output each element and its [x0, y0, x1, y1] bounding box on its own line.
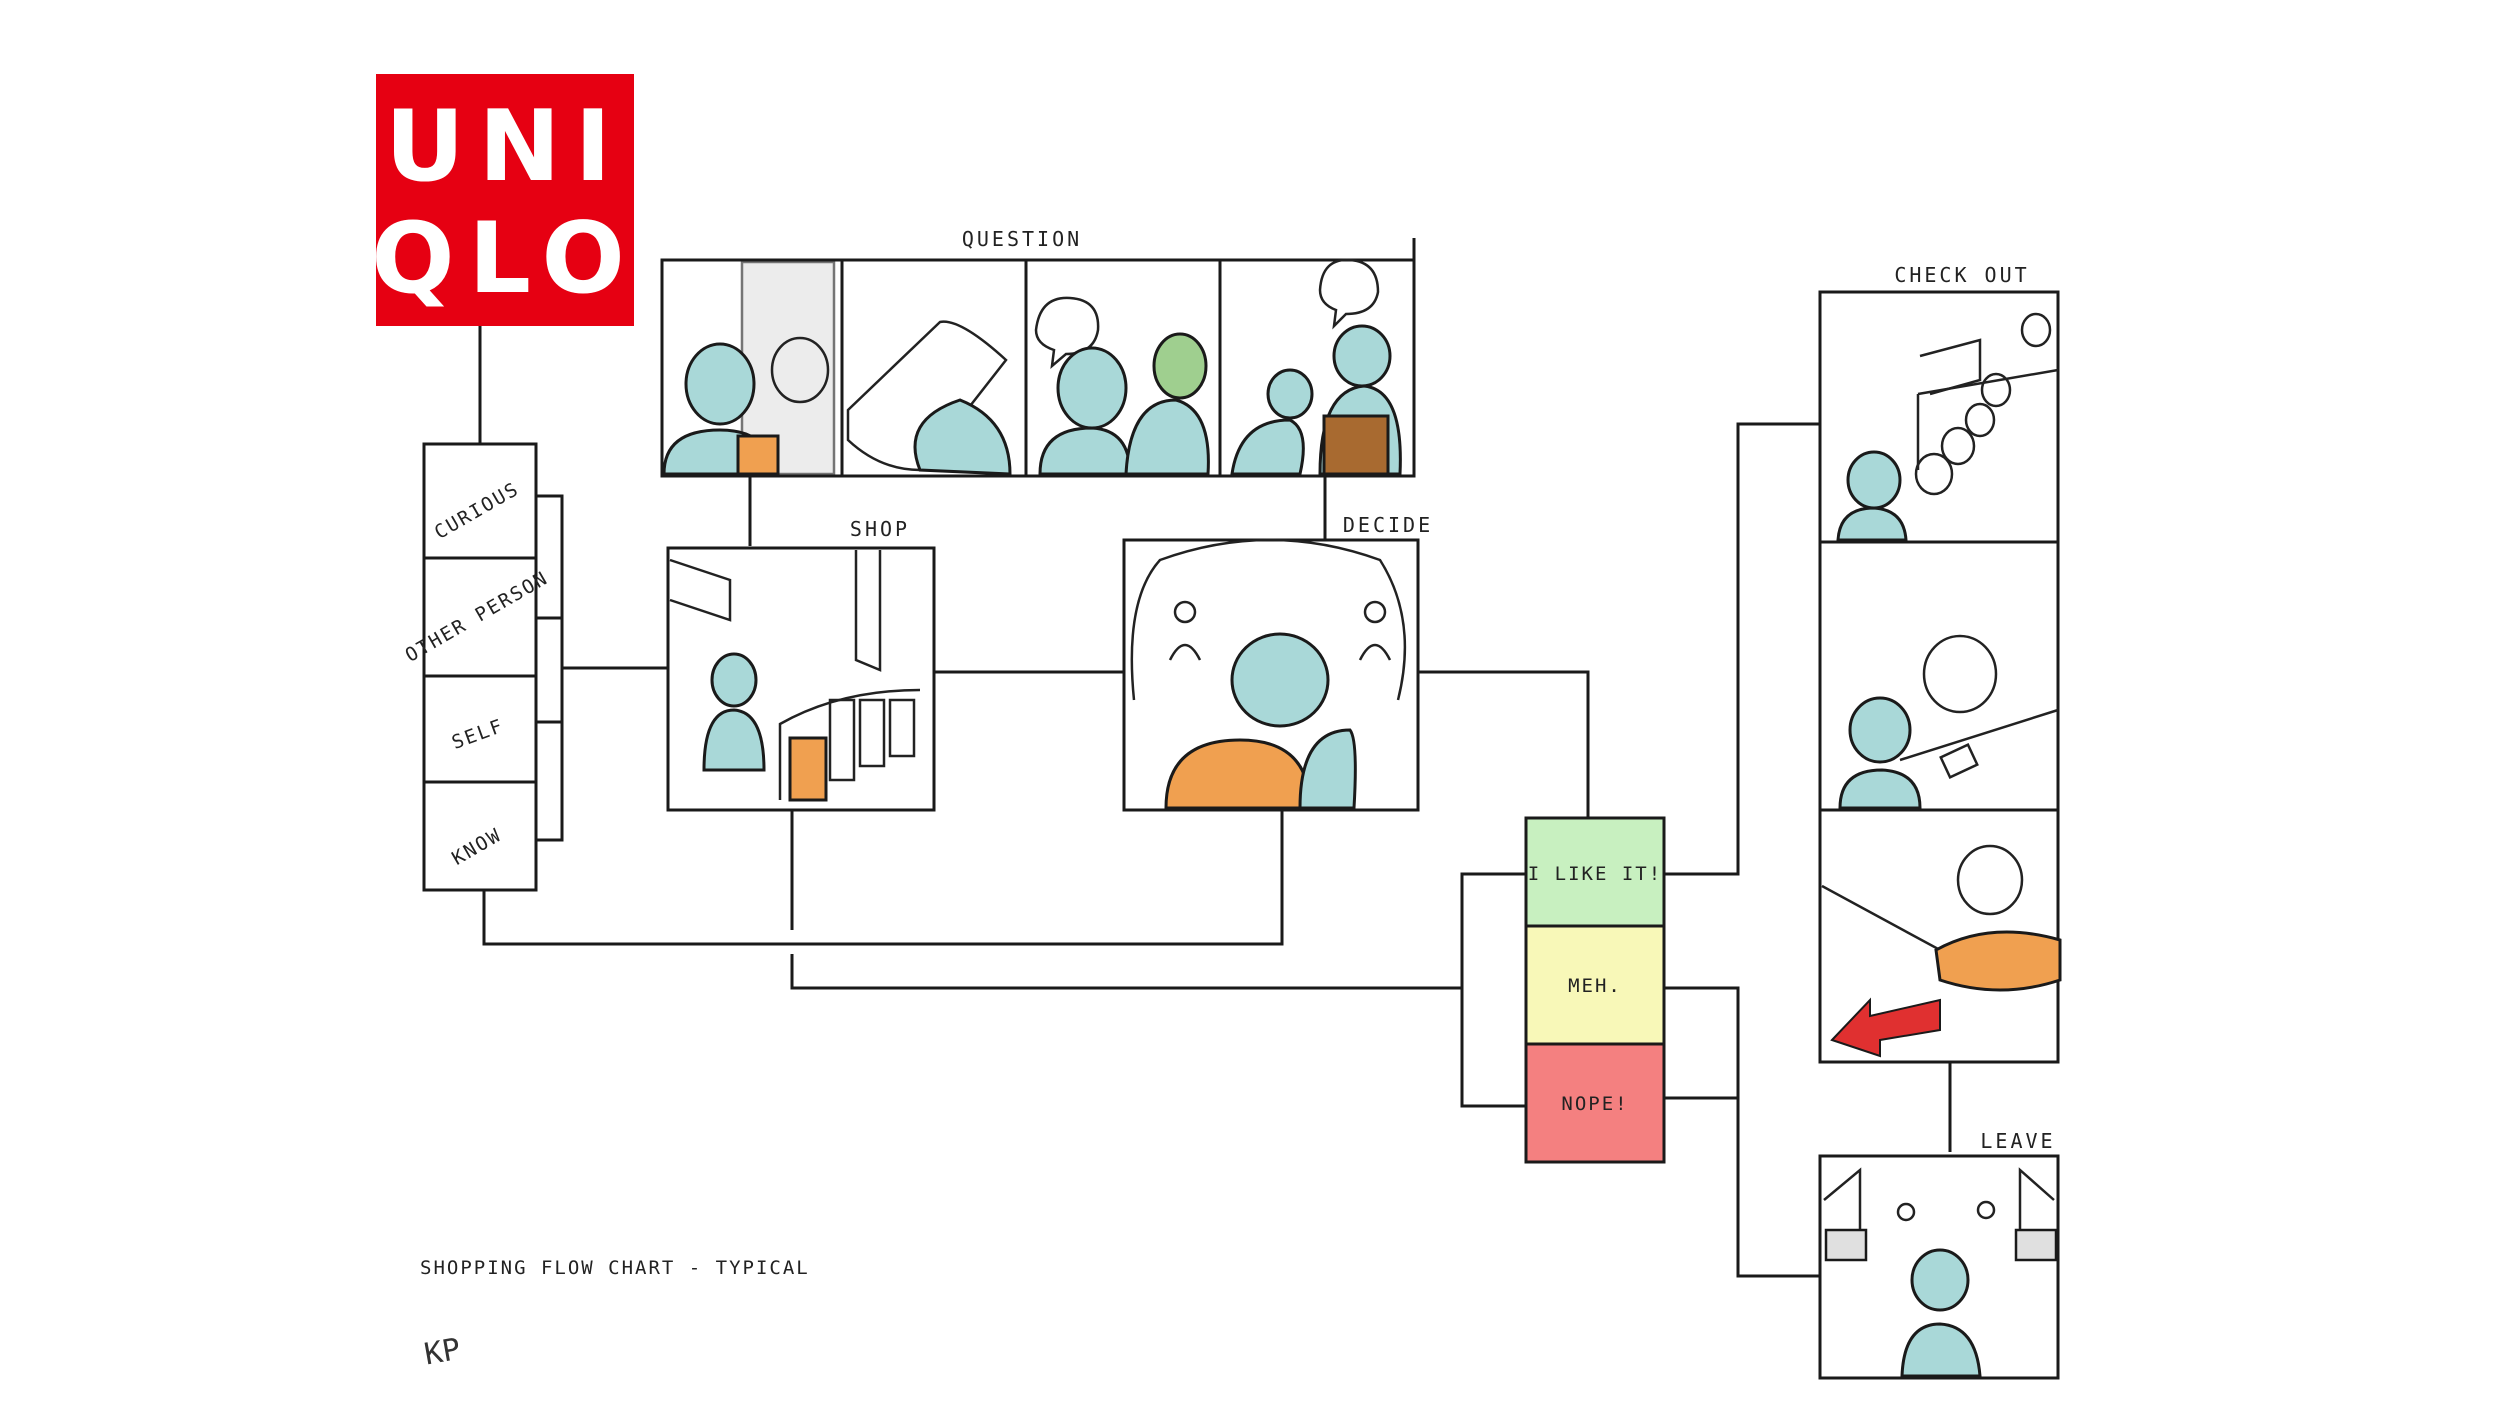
decision-meh-label: MEH.: [1568, 975, 1622, 997]
question-label: QUESTION: [962, 227, 1082, 251]
leave-label: LEAVE: [1980, 1129, 2055, 1153]
decision-options: I LIKE IT! MEH. NOPE!: [1526, 818, 1664, 1162]
chart-title: SHOPPING FLOW CHART - TYPICAL: [420, 1257, 810, 1279]
decide-stage: DECIDE: [1124, 513, 1433, 810]
question-stage: QUESTION: [662, 227, 1414, 476]
decide-label: DECIDE: [1343, 513, 1433, 537]
leave-stage: LEAVE: [1820, 1129, 2058, 1378]
uniqlo-logo: UNI QLO: [371, 74, 639, 326]
logo-line-2: QLO: [371, 202, 639, 316]
decision-nope-label: NOPE!: [1561, 1093, 1628, 1115]
shop-stage: SHOP: [668, 517, 934, 810]
footer: SHOPPING FLOW CHART - TYPICAL KP: [420, 1257, 810, 1372]
logo-line-1: UNI: [385, 90, 625, 204]
shop-label: SHOP: [850, 517, 910, 541]
signature: KP: [422, 1332, 464, 1373]
decision-like-label: I LIKE IT!: [1528, 863, 1662, 885]
motivation-column: CURIOUS OTHER PERSON SELF KNOW: [402, 444, 553, 890]
checkout-label: CHECK OUT: [1894, 263, 2029, 287]
checkout-stage: CHECK OUT: [1820, 263, 2060, 1062]
